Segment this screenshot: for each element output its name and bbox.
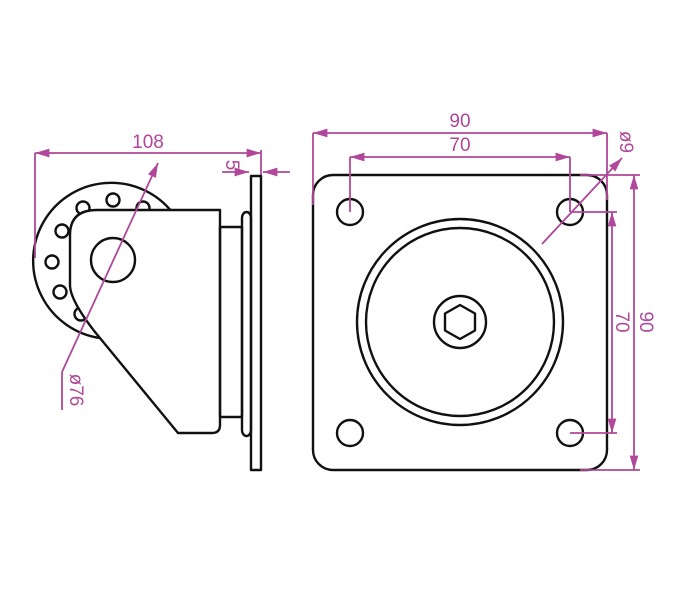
dim-hole-diameter: ø9: [615, 131, 636, 153]
dim-plate-thickness: 5: [221, 160, 242, 171]
hex-bolt-icon: [443, 303, 477, 341]
top-view: 90 70 ø9 70 90: [311, 111, 656, 472]
wheel-outline: [32, 181, 173, 340]
mounting-plate-side: [249, 174, 263, 472]
dim-hole-spacing-vertical: 70: [611, 311, 632, 332]
dim-plate-width: 90: [449, 111, 470, 132]
swivel-neck: [218, 225, 244, 419]
dim-hole-spacing-horizontal: 70: [449, 135, 470, 156]
swivel-boss: [240, 210, 253, 438]
axle-hole: [89, 236, 137, 284]
dim-overall-length: 108: [132, 132, 164, 153]
side-view: 108 5 ø76: [32, 132, 290, 472]
mounting-plate: [311, 173, 609, 472]
bracket: [68, 208, 222, 435]
kingpin-nut: [432, 294, 488, 350]
bearing-race-outer: [355, 217, 565, 427]
dim-wheel-diameter: ø76: [65, 374, 86, 407]
dim-plate-height: 90: [635, 311, 656, 332]
mount-hole: [335, 418, 365, 448]
bearing-race-inner: [364, 226, 556, 418]
